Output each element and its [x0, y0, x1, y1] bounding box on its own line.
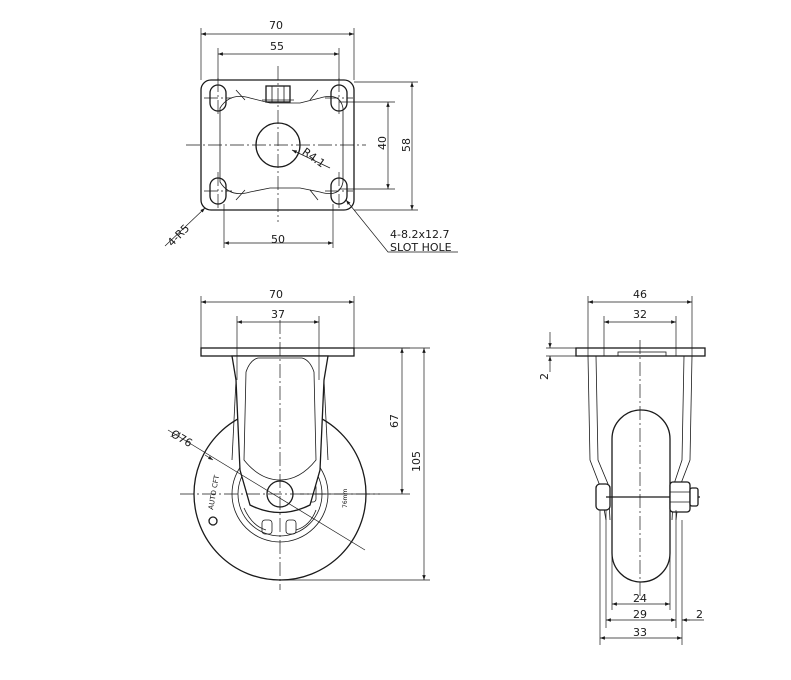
wheel-size-text: 76mm: [342, 489, 349, 508]
dim-2-fork-label: 2: [696, 608, 703, 621]
r5-label: 4-R5: [165, 222, 192, 249]
fork-edge: [323, 379, 329, 461]
dim-105-label: 105: [410, 451, 423, 472]
dim-24-label: 24: [633, 592, 647, 605]
r41-leader: [291, 149, 331, 169]
dim-58-label: 58: [400, 138, 413, 152]
dia-arrow: [204, 454, 214, 461]
dim-67-label: 67: [388, 414, 401, 428]
fork-edge: [231, 379, 237, 461]
dim-37-label: 37: [271, 308, 285, 321]
nut-side-icon: [669, 481, 691, 513]
dia-label: Ø76: [169, 427, 195, 450]
slot-leader: [345, 199, 458, 253]
dim-40-label: 40: [376, 136, 389, 150]
dim-70-front-label: 70: [269, 288, 283, 301]
top-view: R4.1 70 55: [164, 19, 458, 254]
dim-50-label: 50: [271, 233, 285, 246]
dim-29-label: 29: [633, 608, 647, 621]
slot-hole-label: SLOT HOLE: [390, 241, 452, 254]
dim-70-top-label: 70: [269, 19, 283, 32]
front-fork-inner: [243, 357, 317, 481]
side-wheel: [611, 409, 671, 583]
dim-32-label: 32: [633, 308, 647, 321]
side-view: 46 32 2 24 29 33 2: [538, 288, 706, 645]
side-plate-boss: [617, 351, 667, 357]
slot-spec-label: 4-8.2x12.7: [390, 228, 449, 241]
top-bends: [235, 89, 319, 201]
dia-leader: [167, 429, 366, 551]
r5-leader: [164, 207, 206, 247]
front-view: AUTO CFT 76mm Ø76 70 37 67 105: [167, 288, 430, 590]
dim-46-label: 46: [633, 288, 647, 301]
axle-end: [689, 487, 699, 507]
brand-logo-icon: [208, 516, 218, 526]
r41-label: R4.1: [300, 145, 328, 170]
dim-33-label: 33: [633, 626, 647, 639]
dim-55-label: 55: [270, 40, 284, 53]
front-top-plate: [200, 347, 355, 357]
dim-2-plate-label: 2: [538, 373, 551, 380]
top-fork-contour: [219, 95, 344, 195]
